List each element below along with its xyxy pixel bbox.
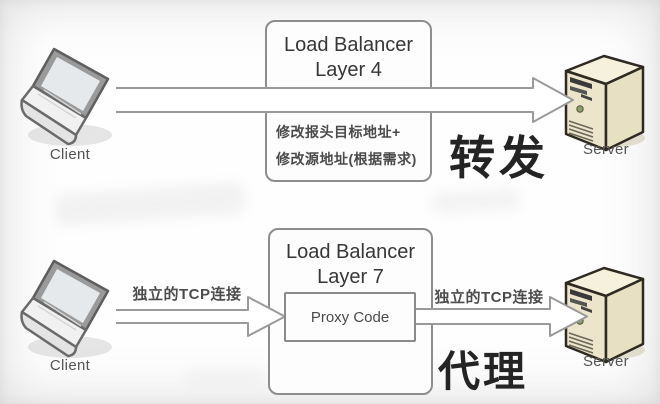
watermark-smudge (185, 368, 265, 386)
load-balancer-layer7-title: Load Balancer Layer 7 (286, 241, 415, 288)
forwarding-mode-label: 转发 (449, 132, 549, 184)
client-label: Client (49, 357, 91, 374)
client-label: Client (49, 146, 91, 163)
load-balancer-layer4-box: Load Balancer Layer 4 修改报头目标地址+ 修改源地址(根据… (265, 20, 432, 182)
tcp-connection-label-right: 独立的TCP连接 (434, 289, 544, 306)
server-label: Server (583, 353, 629, 370)
watermark-smudge (431, 187, 521, 215)
client-laptop-icon (20, 259, 112, 358)
proxy-code-box: Proxy Code (284, 292, 416, 342)
server-label: Server (583, 141, 629, 158)
client-laptop-icon (20, 47, 112, 146)
layer4-note: 修改报头目标地址+ 修改源地址(根据需求) (276, 124, 417, 167)
proxy-code-label: Proxy Code (310, 308, 390, 326)
server-tower-icon (564, 54, 645, 152)
load-balancer-layer4-title: Load Balancer Layer 4 (284, 34, 413, 81)
watermark-smudge (54, 181, 246, 227)
proxy-mode-label: 代理 (438, 348, 529, 395)
tcp-connection-label-left: 独立的TCP连接 (132, 286, 242, 303)
server-tower-icon (564, 266, 645, 364)
